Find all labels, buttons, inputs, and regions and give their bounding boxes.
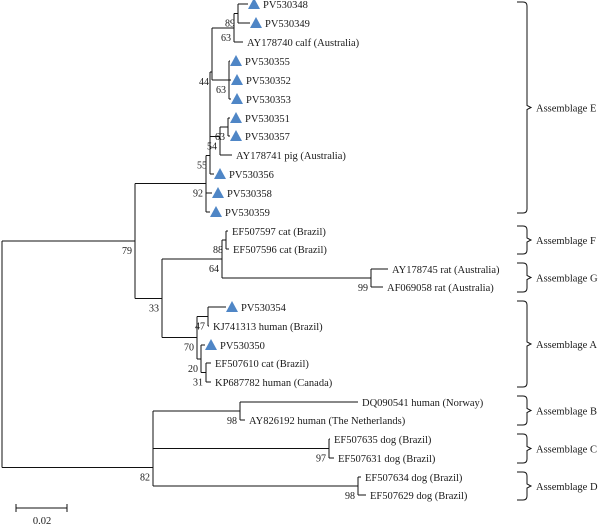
taxon-label: EF507634 dog (Brazil)	[365, 473, 463, 484]
assemblage-bracket	[517, 1, 533, 214]
triangle-marker-icon	[230, 55, 242, 66]
scale-bar-label: 0.02	[33, 516, 51, 527]
taxon-label: AY178740 calf (Australia)	[247, 38, 360, 49]
bootstrap-value: 20	[188, 364, 198, 375]
bootstrap-value: 79	[122, 246, 132, 257]
assemblage-label: Assemblage G	[536, 274, 598, 285]
taxon-label: AF069058 rat (Australia)	[387, 283, 494, 294]
bootstrap-value: 63	[221, 33, 231, 44]
bootstrap-value: 89	[225, 19, 235, 30]
assemblage-brackets: Assemblage E Assemblage F Assemblage G Asse…	[517, 1, 598, 501]
taxon-label: PV530353	[246, 95, 291, 106]
triangle-marker-icon	[212, 187, 224, 198]
bootstrap-value: 88	[213, 245, 223, 256]
bootstrap-value: 63	[216, 85, 226, 96]
bootstrap-value: 55	[197, 160, 207, 171]
taxon-label: KJ741313 human (Brazil)	[213, 322, 323, 333]
taxon-label: EF507629 dog (Brazil)	[370, 491, 468, 502]
taxon-label: PV530355	[245, 57, 290, 68]
taxon-label: DQ090541 human (Norway)	[362, 398, 484, 409]
taxon-label: AY826192 human (The Netherlands)	[249, 416, 406, 427]
taxon-label: PV530354	[241, 303, 287, 314]
assemblage-label: Assemblage E	[536, 104, 596, 115]
bootstrap-value: 54	[207, 142, 217, 153]
taxon-markers	[205, 0, 262, 350]
taxon-label: AY178741 pig (Australia)	[236, 151, 346, 162]
taxon-label: KP687782 human (Canada)	[215, 378, 333, 389]
taxon-label: EF507610 cat (Brazil)	[215, 359, 309, 370]
triangle-marker-icon	[226, 301, 238, 312]
assemblage-label: Assemblage C	[536, 445, 597, 456]
triangle-marker-icon	[231, 74, 243, 85]
assemblage-label: Assemblage F	[536, 236, 596, 247]
assemblage-label: Assemblage D	[536, 482, 598, 493]
bootstrap-value: 63	[215, 132, 225, 143]
bootstrap-value: 99	[358, 283, 368, 294]
taxon-label: PV530350	[220, 341, 265, 352]
assemblage-bracket	[517, 471, 533, 501]
bootstrap-value: 98	[345, 491, 355, 502]
triangle-marker-icon	[231, 93, 243, 104]
scale-bar: 0.02	[15, 504, 68, 527]
taxon-label: EF507635 dog (Brazil)	[334, 435, 432, 446]
bootstrap-value: 31	[193, 378, 203, 389]
triangle-marker-icon	[230, 112, 242, 123]
taxon-label: PV530359	[225, 208, 270, 219]
bootstrap-value: 44	[199, 77, 209, 88]
bootstrap-value: 70	[184, 343, 194, 354]
triangle-marker-icon	[230, 130, 242, 141]
taxon-label: PV530348	[263, 0, 308, 11]
bootstrap-value: 47	[195, 322, 205, 333]
triangle-marker-icon	[205, 339, 217, 350]
assemblage-label: Assemblage B	[536, 407, 597, 418]
assemblage-bracket	[517, 395, 533, 426]
taxon-label: PV530357	[245, 132, 290, 143]
assemblage-bracket	[517, 433, 533, 464]
triangle-marker-icon	[214, 168, 226, 179]
taxon-label: EF507597 cat (Brazil)	[232, 227, 326, 238]
bootstrap-value: 33	[149, 303, 159, 314]
assemblage-bracket	[517, 262, 533, 293]
assemblage-label: Assemblage A	[536, 340, 597, 351]
bootstrap-value: 97	[316, 454, 326, 465]
taxon-label: PV530356	[229, 170, 274, 181]
bootstrap-value: 64	[209, 264, 219, 275]
triangle-marker-icon	[250, 17, 262, 28]
triangle-marker-icon	[248, 0, 260, 9]
assemblage-bracket	[517, 225, 533, 255]
taxon-label: EF507596 cat (Brazil)	[233, 245, 327, 256]
assemblage-bracket	[517, 300, 533, 388]
taxon-label: PV530351	[245, 114, 290, 125]
taxon-label: EF507631 dog (Brazil)	[338, 454, 436, 465]
tree-branches	[1, 3, 388, 496]
taxon-label: PV530352	[246, 76, 291, 87]
bootstrap-value: 92	[193, 189, 203, 200]
taxon-label: PV530358	[227, 189, 272, 200]
taxon-label: PV530349	[265, 19, 310, 30]
triangle-marker-icon	[210, 206, 222, 217]
taxon-label: AY178745 rat (Australia)	[392, 265, 500, 276]
scale-bar-line	[15, 504, 68, 512]
bootstrap-labels: 8963634463545592889964473120703379989798…	[122, 19, 368, 503]
bootstrap-value: 98	[227, 416, 237, 427]
bootstrap-value: 82	[140, 472, 150, 483]
